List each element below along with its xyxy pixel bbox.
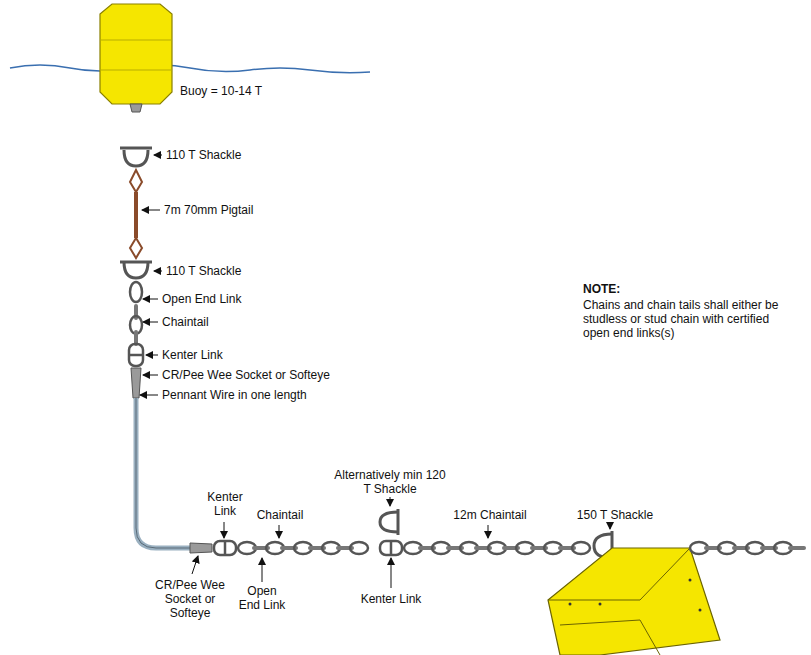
chain-link bbox=[134, 304, 138, 320]
callout-label: Kenter Link bbox=[200, 490, 250, 518]
socket bbox=[131, 368, 141, 398]
chain-link bbox=[350, 542, 368, 554]
callout-label: Pennant Wire in one length bbox=[162, 388, 382, 402]
chain-link bbox=[788, 546, 806, 550]
callout-label: Kenter Link bbox=[162, 348, 282, 362]
open-end-link bbox=[130, 282, 142, 302]
callout-label: 110 T Shackle bbox=[166, 264, 306, 278]
anchor-chain bbox=[690, 542, 806, 554]
callout-label: 7m 70mm Pigtail bbox=[164, 203, 314, 217]
callout-label: CR/Pee Wee Socket or Softeye bbox=[150, 578, 230, 620]
kenter-link bbox=[214, 541, 236, 555]
callout-label: 110 T Shackle bbox=[166, 148, 306, 162]
socket bbox=[190, 543, 212, 553]
chaintail-12m bbox=[404, 542, 590, 554]
callout-label: Chaintail bbox=[250, 508, 310, 522]
callout-label: CR/Pee Wee Socket or Softeye bbox=[162, 368, 402, 382]
callout-label: Buoy = 10-14 T bbox=[180, 84, 320, 98]
callout-label: 12m Chaintail bbox=[440, 508, 540, 522]
pennant-wire bbox=[136, 398, 190, 548]
buoy bbox=[100, 4, 172, 112]
shackle bbox=[120, 148, 152, 166]
pigtail bbox=[130, 170, 142, 258]
anchor bbox=[548, 548, 720, 655]
kenter-link bbox=[129, 344, 143, 366]
kenter-link bbox=[380, 541, 402, 555]
pennant-wire-edge bbox=[136, 398, 190, 548]
water-line bbox=[10, 65, 370, 73]
vertical-chain bbox=[130, 282, 142, 346]
shackle bbox=[380, 509, 398, 535]
note-text: Chains and chain tails shall either be s… bbox=[583, 298, 783, 340]
callout-label: Kenter Link bbox=[358, 592, 424, 606]
callout-label: 150 T Shackle bbox=[565, 508, 665, 522]
callout-label: Open End Link bbox=[237, 584, 287, 612]
note-heading: NOTE: bbox=[583, 282, 783, 296]
chain-link bbox=[572, 542, 590, 554]
shackle bbox=[120, 262, 152, 278]
callout-label: Chaintail bbox=[162, 315, 282, 329]
horizontal-chain bbox=[238, 542, 368, 554]
callout-label: Open End Link bbox=[162, 292, 302, 306]
leader-lines bbox=[140, 155, 610, 588]
callout-label: Alternatively min 120 T Shackle bbox=[330, 468, 450, 496]
